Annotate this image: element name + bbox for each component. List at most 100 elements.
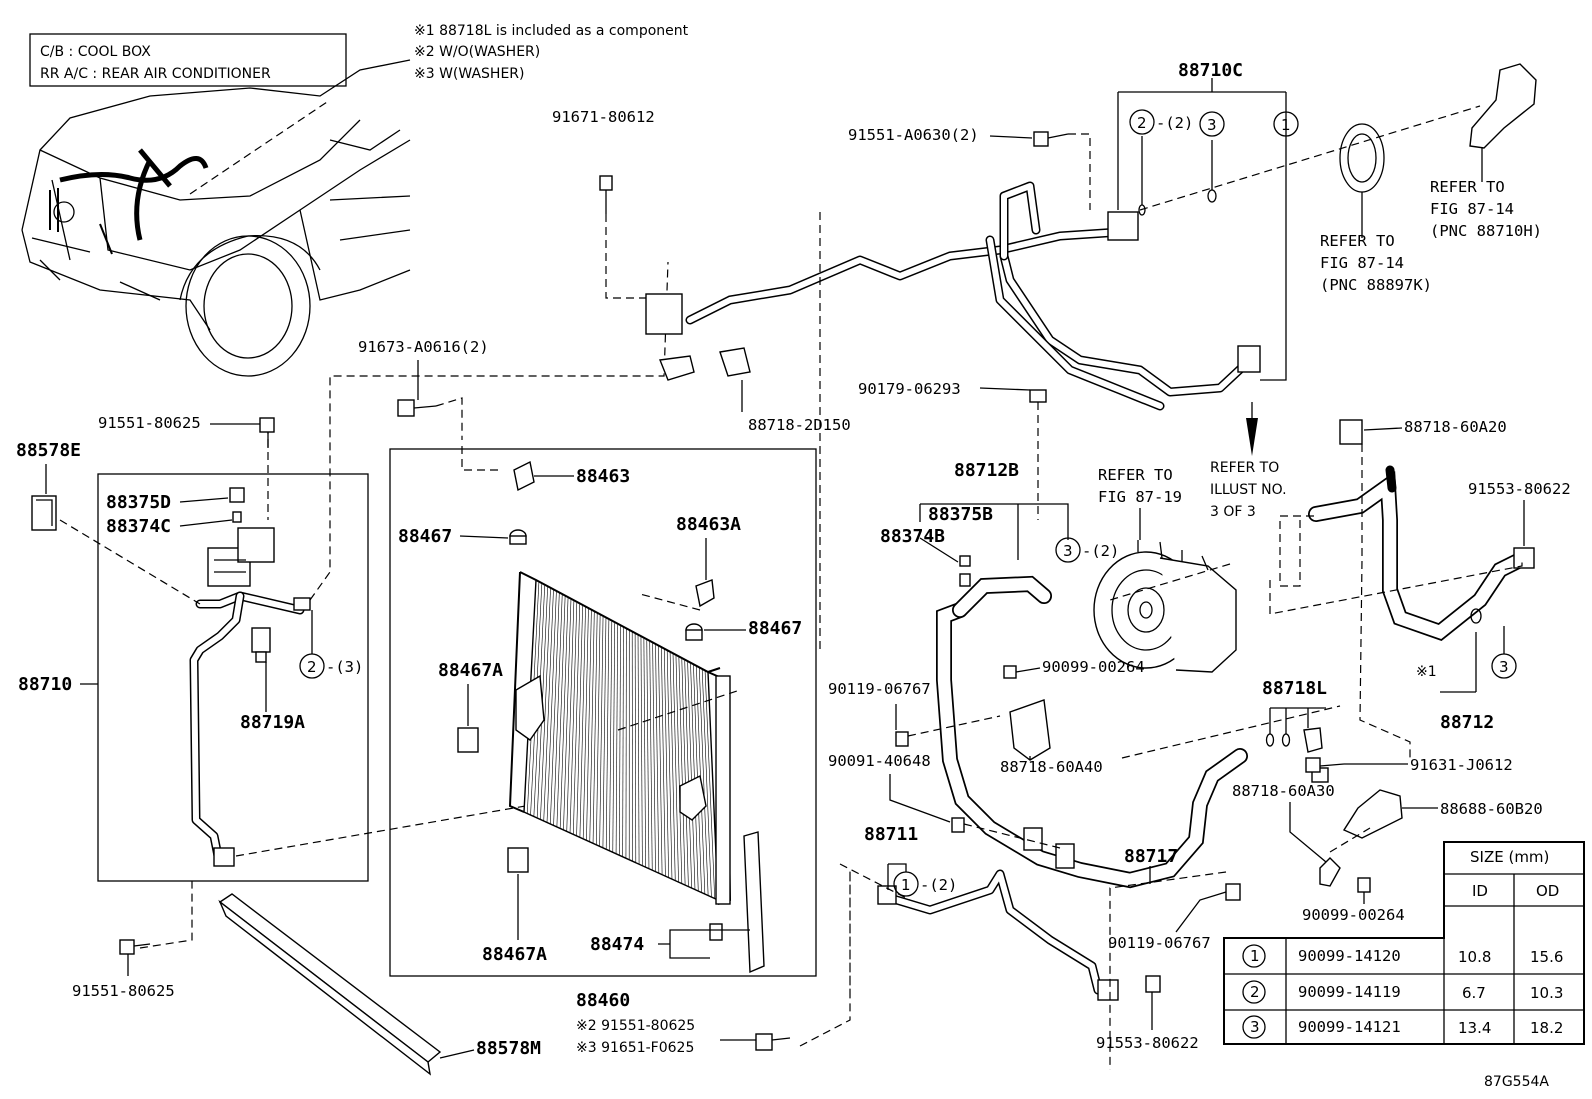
size-row-2-part: 90099-14119	[1298, 983, 1401, 1001]
marker-3-b-qty: -(2)	[1082, 542, 1119, 560]
fin-line	[602, 617, 607, 848]
refer-illust-2: ILLUST NO.	[1210, 482, 1287, 498]
fin-line	[619, 625, 621, 856]
fin-line	[569, 601, 578, 833]
marker-3-c: 3	[1499, 658, 1509, 676]
marker-1-b: 1	[901, 876, 911, 894]
label-88460: 88460	[576, 990, 630, 1011]
fin-line	[634, 633, 637, 863]
legend-line-1: C/B : COOL BOX	[40, 44, 151, 60]
fin-line	[698, 667, 709, 896]
marker-3-a: 3	[1207, 116, 1217, 134]
fin-line	[649, 640, 653, 871]
size-row-2-mark: 2	[1250, 983, 1260, 1001]
refer-87-19-1: REFER TO	[1098, 466, 1173, 484]
label-90099-00264-a: 90099-00264	[1042, 658, 1145, 676]
refer-87-19-2: FIG 87-19	[1098, 488, 1182, 506]
refer-87-14a-2: FIG 87-14	[1320, 254, 1404, 272]
size-table: SIZE (mm) ID OD 1 90099-14120 10.8 15.6 …	[1223, 841, 1585, 1045]
note-washer-1: ※2 91551-80625	[576, 1018, 695, 1034]
label-90119-06767-a: 90119-06767	[828, 680, 931, 698]
fin-line	[663, 648, 669, 878]
label-88578E: 88578E	[16, 440, 81, 461]
fin-line	[553, 594, 563, 826]
label-88467A-b: 88467A	[482, 944, 547, 965]
size-row-1-id: 10.8	[1458, 948, 1491, 966]
label-88712B: 88712B	[954, 460, 1019, 481]
label-88374C: 88374C	[106, 516, 171, 537]
label-88719A: 88719A	[240, 712, 305, 733]
refer-illust-1: REFER TO	[1210, 460, 1279, 476]
fin-line	[586, 609, 592, 841]
label-88717: 88717	[1124, 846, 1178, 867]
fin-line	[563, 598, 572, 830]
size-table-id-header: ID	[1472, 882, 1488, 900]
label-91551-80625-top: 91551-80625	[98, 414, 201, 432]
size-row-1-od: 15.6	[1530, 948, 1563, 966]
size-table-title: SIZE (mm)	[1470, 848, 1549, 866]
size-row-1-part: 90099-14120	[1298, 947, 1401, 965]
size-row-3-id: 13.4	[1458, 1019, 1491, 1037]
label-88463: 88463	[576, 466, 630, 487]
fin-line	[609, 620, 613, 851]
fin-line	[550, 592, 560, 824]
fin-line	[599, 615, 604, 847]
marker-2-b-qty: -(3)	[326, 658, 363, 676]
fin-line	[704, 670, 716, 899]
marker-2-b: 2	[307, 658, 317, 676]
label-90091-40648: 90091-40648	[828, 752, 931, 770]
fin-line	[646, 639, 650, 869]
label-91673-A0616: 91673-A0616(2)	[358, 338, 489, 356]
label-88712: 88712	[1440, 712, 1494, 733]
box-88710	[59, 261, 669, 949]
refer-87-14a-1: REFER TO	[1320, 232, 1395, 250]
fin-line	[643, 637, 646, 868]
label-90119-06767-b: 90119-06767	[1108, 934, 1211, 952]
label-88467-b: 88467	[748, 618, 802, 639]
label-91551-A0630: 91551-A0630(2)	[848, 126, 979, 144]
label-91553-80622-b: 91553-80622	[1096, 1034, 1199, 1052]
label-91553-80622-a: 91553-80622	[1468, 480, 1571, 498]
label-88718-60A40: 88718-60A40	[1000, 758, 1103, 776]
size-table-od-header: OD	[1536, 882, 1559, 900]
label-88578M: 88578M	[476, 1038, 541, 1059]
notes: ※1 88718L is included as a component ※2 …	[414, 23, 689, 82]
refer-illust-3: 3 OF 3	[1210, 504, 1256, 520]
fin-line	[658, 645, 663, 875]
box-88460	[389, 446, 817, 977]
size-row-2-id: 6.7	[1462, 984, 1486, 1002]
fin-line	[556, 595, 566, 827]
note-washer-2: ※3 91651-F0625	[576, 1040, 694, 1056]
fin-line	[640, 636, 643, 866]
size-row-3-part: 90099-14121	[1298, 1018, 1401, 1036]
label-88718-2D150: 88718-2D150	[748, 416, 851, 434]
hose-88712B	[799, 389, 1248, 1047]
compressor	[1093, 540, 1237, 673]
label-88467-a: 88467	[398, 526, 452, 547]
fin-line	[592, 612, 598, 844]
fin-line	[622, 626, 624, 857]
mark-x1: ※1	[1416, 664, 1437, 680]
fin-line	[596, 614, 601, 845]
fin-line	[559, 597, 569, 829]
label-91631-J0612: 91631-J0612	[1410, 756, 1513, 774]
fin-line	[566, 600, 575, 832]
label-88718-60A30: 88718-60A30	[1232, 782, 1335, 800]
fin-line	[637, 634, 640, 865]
fin-line	[675, 654, 683, 884]
note-2: ※2 W/O(WASHER)	[414, 44, 540, 60]
fin-line	[543, 589, 554, 821]
note-3: ※3 W(WASHER)	[414, 66, 525, 82]
size-row-3-mark: 3	[1250, 1018, 1260, 1036]
fin-line	[669, 651, 676, 881]
fin-line	[684, 659, 692, 889]
fin-line	[615, 623, 618, 854]
refer-87-14b-1: REFER TO	[1430, 178, 1505, 196]
label-88375B: 88375B	[928, 504, 993, 525]
fin-line	[540, 587, 551, 820]
refer-87-14a-3: (PNC 88897K)	[1320, 276, 1432, 294]
label-88718L: 88718L	[1262, 678, 1327, 699]
label-90179-06293: 90179-06293	[858, 380, 961, 398]
refer-87-14b-3: (PNC 88710H)	[1430, 222, 1542, 240]
group-88718L	[1109, 705, 1403, 1070]
